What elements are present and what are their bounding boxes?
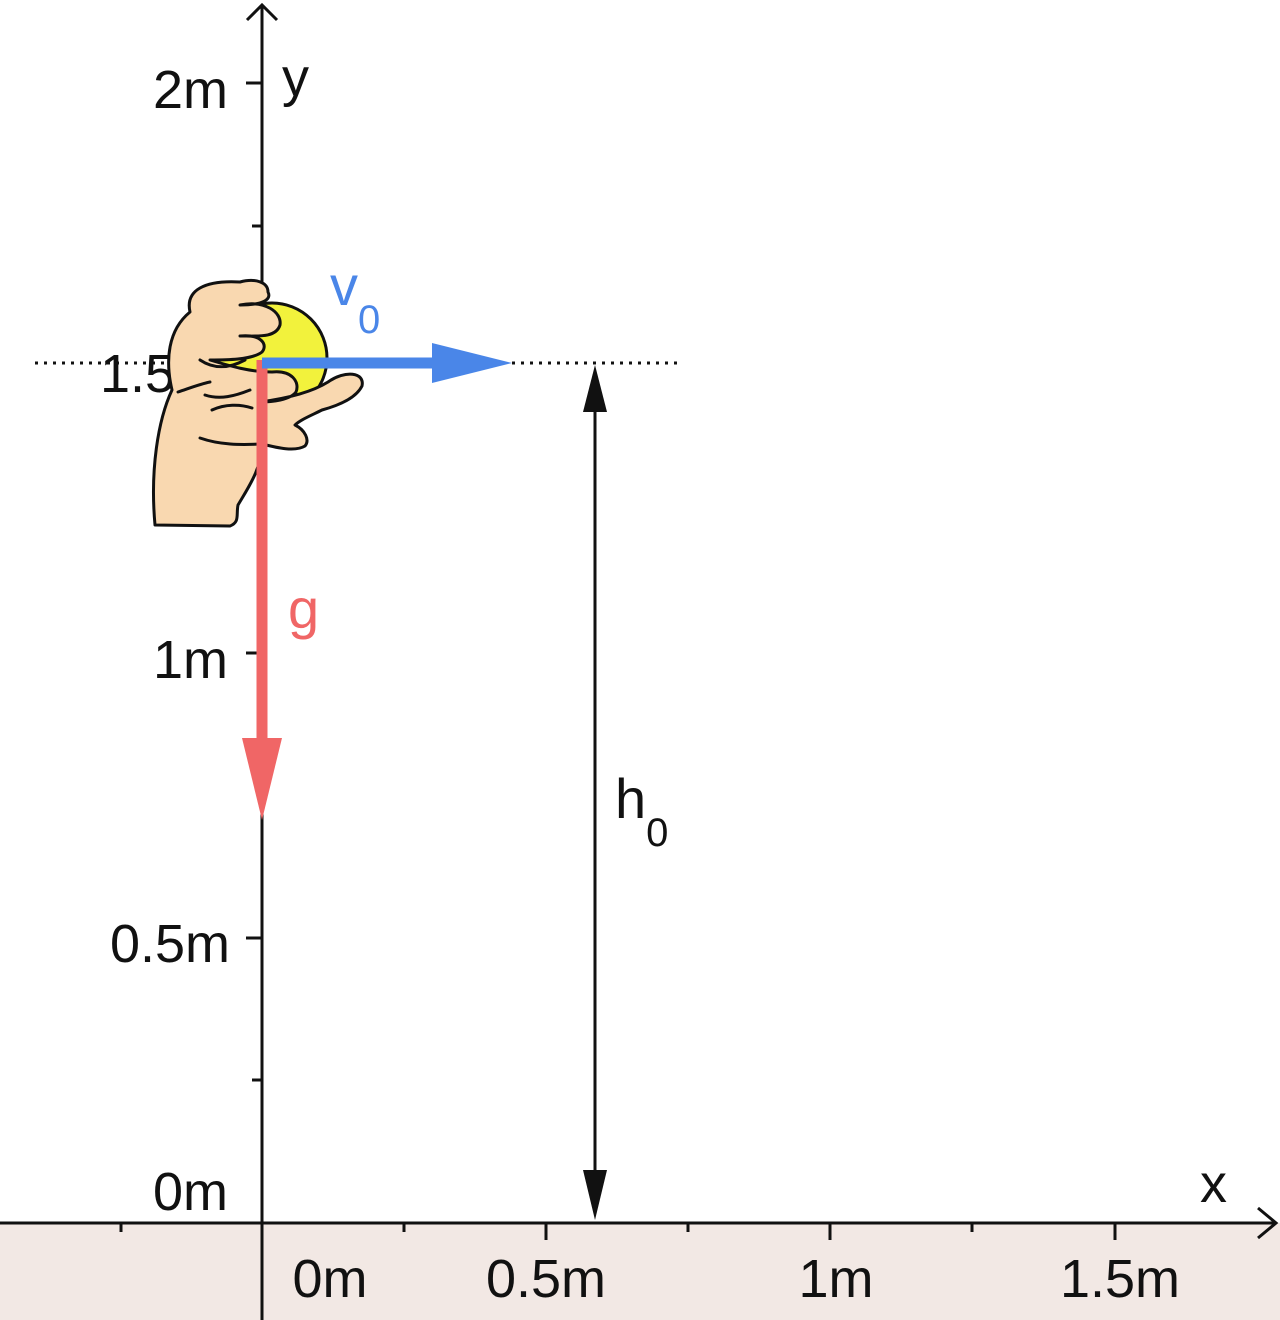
y-tick-label: 1.5	[100, 344, 175, 404]
y-tick-label: 2m	[153, 60, 228, 120]
height-symbol: h	[615, 767, 646, 830]
height-subscript: 0	[646, 811, 668, 855]
y-axis-label: y	[282, 48, 309, 108]
velocity-arrow	[262, 343, 512, 383]
x-tick-label: 1m	[798, 1249, 873, 1309]
x-axis	[0, 1206, 1279, 1240]
velocity-label: v0	[330, 254, 380, 342]
x-tick-label: 0m	[292, 1249, 367, 1309]
gravity-arrow	[242, 360, 282, 820]
y-tick-label: 1m	[153, 630, 228, 690]
x-axis-label: x	[1200, 1154, 1227, 1214]
gravity-label: g	[288, 577, 319, 640]
x-tick-label: 0.5m	[486, 1249, 606, 1309]
y-tick-label: 0m	[153, 1162, 228, 1222]
y-tick-label: 0.5m	[110, 914, 230, 974]
height-label: h0	[615, 767, 668, 855]
velocity-symbol: v	[330, 254, 358, 317]
x-tick-label: 1.5m	[1060, 1249, 1180, 1309]
velocity-subscript: 0	[358, 298, 380, 342]
ground-area	[0, 1223, 1280, 1320]
height-dimension-arrow	[583, 365, 607, 1220]
